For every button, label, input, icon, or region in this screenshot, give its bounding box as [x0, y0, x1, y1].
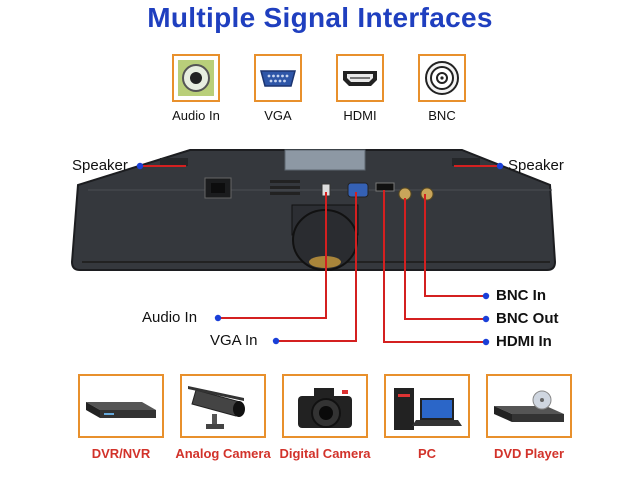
cctv-camera-icon — [180, 374, 266, 438]
bnc-port-icon — [418, 54, 466, 102]
callout-bnc-in: BNC In — [496, 287, 546, 304]
interface-label-audio-in: Audio In — [172, 108, 220, 123]
callout-audio-in: Audio In — [142, 309, 198, 326]
callout-bnc-out: BNC Out — [496, 310, 559, 327]
dvr-recorder-icon — [78, 374, 164, 438]
device-label-analog-camera: Analog Camera — [175, 446, 271, 461]
pc-laptop-icon — [384, 374, 470, 438]
device-label-digital-camera: Digital Camera — [279, 446, 371, 461]
device-label-pc: PC — [417, 446, 437, 461]
vga-port-icon — [254, 54, 302, 102]
page-title: Multiple Signal Interfaces — [147, 2, 493, 33]
interface-label-bnc: BNC — [428, 108, 456, 123]
callout-speaker-left: Speaker — [72, 157, 128, 174]
interface-label-hdmi: HDMI — [343, 108, 377, 123]
audio-jack-icon — [172, 54, 220, 102]
interface-label-vga: VGA — [264, 108, 292, 123]
device-label-dvr-nvr: DVR/NVR — [91, 446, 151, 461]
hdmi-port-icon — [336, 54, 384, 102]
device-label-dvd-player: DVD Player — [493, 446, 565, 461]
callout-hdmi-in: HDMI In — [496, 333, 552, 350]
dvd-player-icon — [486, 374, 572, 438]
callout-vga-in: VGA In — [210, 332, 258, 349]
callout-speaker-right: Speaker — [508, 157, 564, 174]
dslr-camera-icon — [282, 374, 368, 438]
